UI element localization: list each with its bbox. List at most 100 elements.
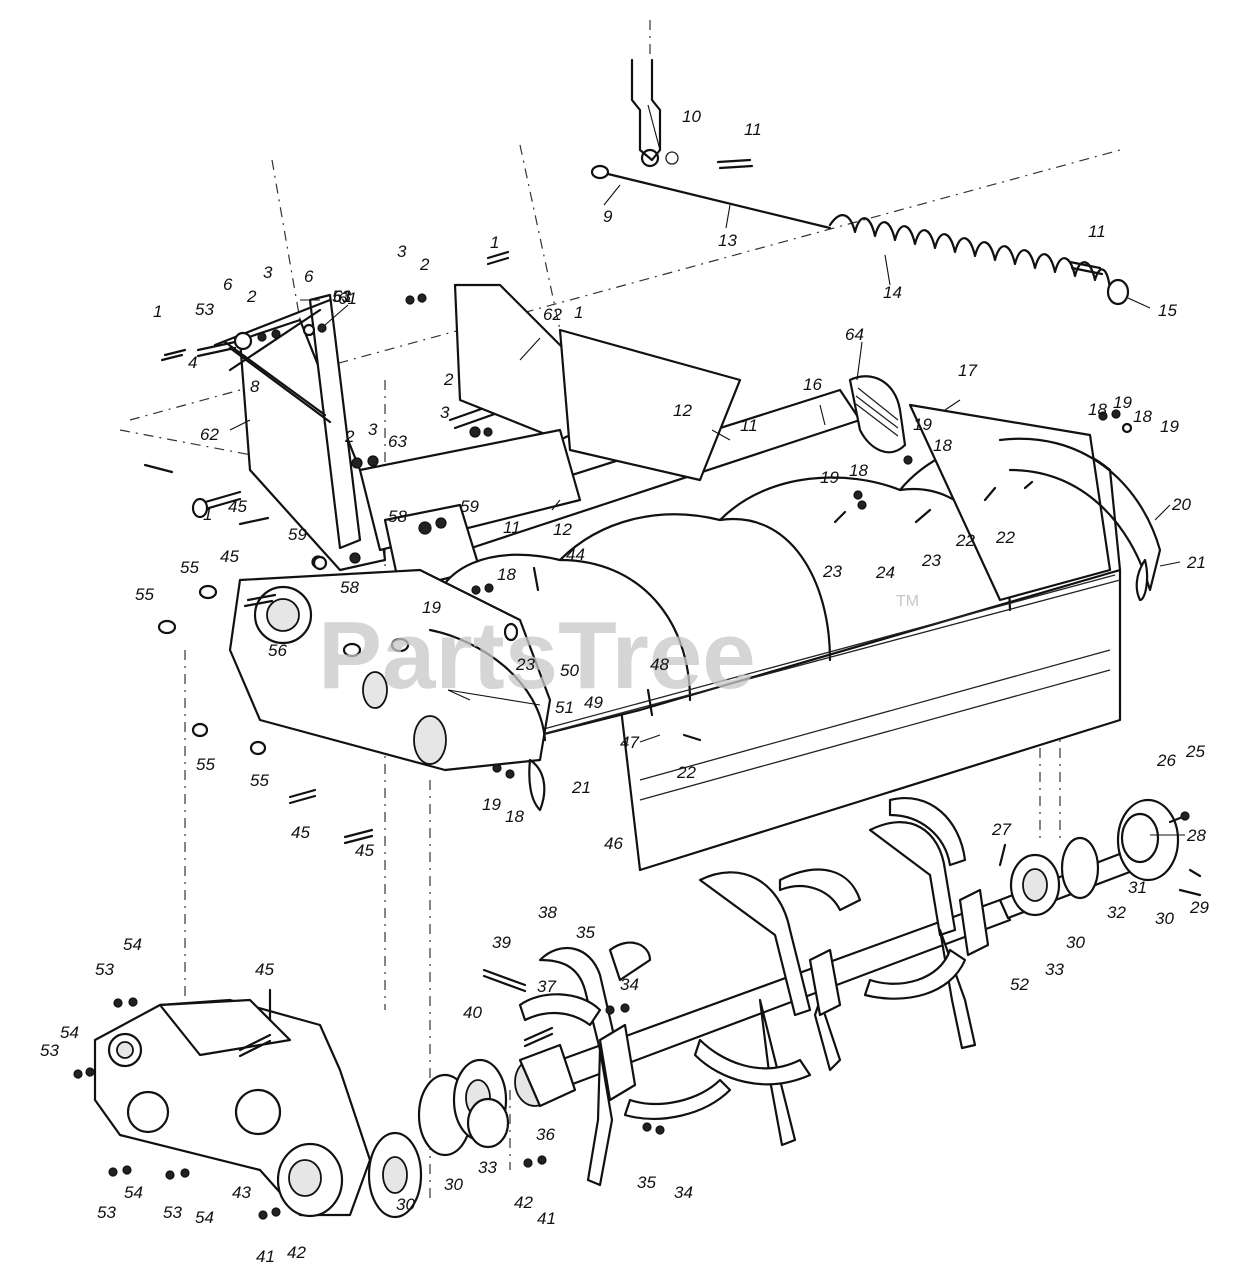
callout-3: 3 — [368, 420, 378, 439]
callout-30: 30 — [396, 1195, 415, 1214]
bottom-hardware — [73, 843, 1202, 1220]
callout-30: 30 — [1066, 933, 1085, 952]
callout-21: 21 — [571, 778, 591, 797]
callout-59: 59 — [288, 525, 307, 544]
callout-8: 8 — [250, 377, 260, 396]
callout-2: 2 — [246, 287, 257, 306]
callout-39: 39 — [492, 933, 511, 952]
callout-19: 19 — [820, 468, 839, 487]
callout-3: 3 — [263, 263, 273, 282]
callout-19: 19 — [422, 598, 441, 617]
callout-50: 50 — [560, 661, 579, 680]
callout-33: 33 — [1045, 960, 1064, 979]
callout-3: 3 — [397, 242, 407, 261]
hood-hardware — [157, 409, 1133, 845]
callout-1: 1 — [153, 302, 162, 321]
callout-53: 53 — [40, 1041, 59, 1060]
callout-19: 19 — [1113, 393, 1132, 412]
callout-54: 54 — [195, 1208, 214, 1227]
callout-30: 30 — [1155, 909, 1174, 928]
callout-18: 18 — [497, 565, 516, 584]
callout-35: 35 — [576, 923, 595, 942]
callout-34: 34 — [674, 1183, 693, 1202]
callout-1: 1 — [574, 303, 583, 322]
callout-23: 23 — [822, 562, 842, 581]
callout-26: 26 — [1156, 751, 1176, 770]
callout-19: 19 — [482, 795, 501, 814]
callout-45: 45 — [255, 960, 274, 979]
callout-42: 42 — [514, 1193, 533, 1212]
callout-62: 62 — [200, 425, 219, 444]
callout-41: 41 — [256, 1247, 275, 1266]
callout-58: 58 — [388, 507, 407, 526]
watermark: PartsTree — [318, 602, 756, 709]
tine-shield — [228, 375, 1162, 872]
callout-25: 25 — [1185, 742, 1205, 761]
callout-56: 56 — [268, 641, 287, 660]
callout-23: 23 — [921, 551, 941, 570]
callout-63: 63 — [388, 432, 407, 451]
callout-30: 30 — [444, 1175, 463, 1194]
callout-17: 17 — [958, 361, 977, 380]
callout-28: 28 — [1186, 826, 1206, 845]
callout-53: 53 — [163, 1203, 182, 1222]
callout-16: 16 — [803, 375, 822, 394]
callout-leaders — [229, 104, 1185, 836]
callout-2: 2 — [344, 427, 355, 446]
tine-shaft — [514, 797, 1202, 1187]
callout-20: 20 — [1171, 495, 1191, 514]
callout-18: 18 — [1088, 400, 1107, 419]
callout-55: 55 — [135, 585, 154, 604]
callout-4: 4 — [188, 353, 197, 372]
callout-18: 18 — [505, 807, 524, 826]
callout-53: 53 — [97, 1203, 116, 1222]
callout-55: 55 — [250, 771, 269, 790]
callout-43: 43 — [232, 1183, 251, 1202]
callout-41: 41 — [537, 1209, 556, 1228]
callout-34: 34 — [620, 975, 639, 994]
callout-2: 2 — [419, 255, 430, 274]
callout-11: 11 — [744, 120, 762, 139]
callout-45: 45 — [291, 823, 310, 842]
callout-55: 55 — [180, 558, 199, 577]
callout-45: 45 — [220, 547, 239, 566]
callout-38: 38 — [538, 903, 557, 922]
callout-24: 24 — [875, 563, 895, 582]
callout-36: 36 — [536, 1125, 555, 1144]
callout-42: 42 — [287, 1243, 306, 1262]
callout-18: 18 — [933, 436, 952, 455]
callout-52: 52 — [1010, 975, 1029, 994]
callout-9: 9 — [603, 207, 613, 226]
callout-23: 23 — [515, 655, 535, 674]
callout-15: 15 — [1158, 301, 1177, 320]
callout-54: 54 — [123, 935, 142, 954]
callout-44: 44 — [566, 545, 585, 564]
callout-51: 51 — [555, 698, 574, 717]
callout-22: 22 — [955, 531, 975, 550]
callout-55: 55 — [196, 755, 215, 774]
callout-33: 33 — [478, 1158, 497, 1177]
callout-11: 11 — [740, 416, 758, 435]
callout-32: 32 — [1107, 903, 1126, 922]
callout-35: 35 — [637, 1173, 656, 1192]
callout-18: 18 — [849, 461, 868, 480]
callout-19: 19 — [913, 415, 932, 434]
lift-brackets — [213, 283, 742, 592]
chain-case — [93, 998, 510, 1219]
callout-53: 53 — [95, 960, 114, 979]
callout-13: 13 — [718, 231, 737, 250]
callout-61: 61 — [338, 289, 357, 308]
callout-27: 27 — [991, 820, 1011, 839]
callout-31: 31 — [1128, 878, 1147, 897]
callout-6: 6 — [223, 275, 233, 294]
callout-29: 29 — [1189, 898, 1209, 917]
callout-47: 47 — [620, 733, 639, 752]
callout-22: 22 — [995, 528, 1015, 547]
callout-61: 61 — [333, 287, 352, 306]
callout-48: 48 — [650, 655, 669, 674]
callout-59: 59 — [460, 497, 479, 516]
callout-45: 45 — [355, 841, 374, 860]
callout-6: 6 — [304, 267, 314, 286]
callout-11: 11 — [503, 518, 521, 537]
